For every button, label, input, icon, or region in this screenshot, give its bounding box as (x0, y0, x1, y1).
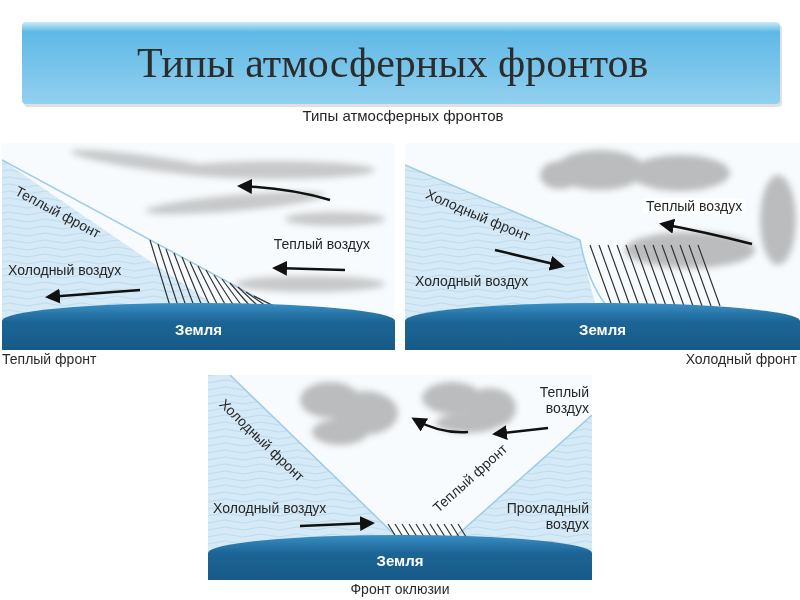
front-label: Теплый фронт (13, 183, 104, 241)
warm-front-scene (2, 143, 395, 350)
cold-front-scene (405, 143, 800, 350)
air-mass-label: Теплый воздух (519, 384, 589, 416)
cumulus-cloud (630, 155, 730, 191)
front-label: Холодный фронт (424, 186, 533, 244)
front-label: Теплый фронт (430, 441, 511, 516)
cloud-streaks (285, 212, 385, 226)
ground-band: Земля (405, 303, 800, 350)
panel-caption: Теплый фронт (2, 352, 96, 367)
air-mass-label: Теплый воздух (274, 236, 370, 252)
front-label: Холодный фронт (216, 396, 307, 485)
cumulus-cloud (312, 419, 368, 445)
air-flow-arrows (662, 224, 752, 244)
air-mass-label: Холодный воздух (8, 262, 121, 278)
air-flow-arrows (48, 290, 140, 297)
warm-front-scene (2, 160, 280, 310)
cumulus-cloud (540, 161, 580, 189)
air-mass-label: Холодный воздух (213, 500, 326, 516)
scene-panel: Холодный фронтЗемля (405, 143, 800, 350)
panel-caption: Холодный фронт (686, 352, 797, 367)
rain-hatch (150, 240, 274, 306)
header-bar (22, 22, 780, 104)
air-flow-arrows (300, 523, 372, 526)
occlusion-scene (208, 375, 592, 580)
air-flow-arrows (414, 419, 468, 432)
scene-panel: Фронт оклюзииЗемля (208, 375, 592, 580)
cumulus-cloud (625, 232, 755, 268)
air-flow-arrows (240, 186, 330, 200)
occlusion-scene (208, 375, 592, 580)
air-flow-arrows (275, 268, 345, 270)
cold-front-scene (405, 143, 800, 350)
cumulus-cloud (300, 382, 516, 445)
rain-hatch (590, 245, 720, 306)
warm-front-scene (2, 143, 395, 350)
air-mass-label: Прохладный воздух (497, 500, 589, 532)
ground-band: Земля (208, 535, 592, 580)
cloud-streaks (175, 161, 375, 179)
cloud-streaks (235, 276, 385, 292)
air-flow-arrows (495, 250, 562, 266)
header-bar (22, 22, 782, 107)
cold-front-scene (405, 143, 800, 350)
panel-caption: Фронт оклюзии (208, 582, 592, 597)
slide-title: Типы атмосферных фронтов (137, 39, 648, 87)
air-flow-arrows (495, 224, 752, 266)
air-mass-label: Теплый воздух (643, 198, 745, 214)
cumulus-cloud (540, 150, 796, 268)
cumulus-cloud (760, 175, 796, 265)
air-mass-label: Холодный воздух (415, 273, 528, 289)
ground-label: Земля (175, 321, 222, 338)
warm-front-scene (2, 143, 395, 350)
ground-label: Земля (377, 552, 424, 569)
ground-band: Земля (2, 303, 395, 350)
image-heading: Типы атмосферных фронтов (302, 108, 503, 124)
air-flow-arrows (495, 428, 548, 434)
ground-label: Земля (579, 321, 626, 338)
